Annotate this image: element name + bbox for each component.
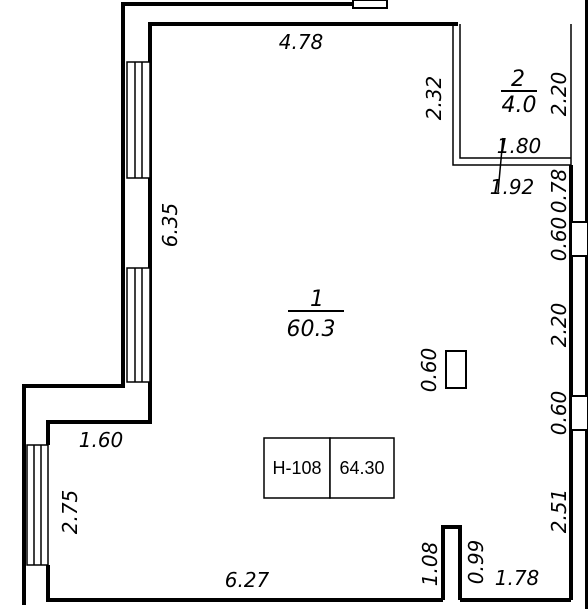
bathroom-partition bbox=[452, 24, 572, 166]
dim-right-lower-window: 0.60 bbox=[547, 391, 571, 436]
dim-right-bottom-width: 1.78 bbox=[495, 566, 540, 590]
dimension-tick bbox=[497, 137, 504, 193]
dim-column-size: 0.60 bbox=[417, 348, 441, 393]
right-window-upper bbox=[570, 221, 588, 257]
inner-wall-outline bbox=[46, 22, 458, 445]
dim-right-notch-height: 0.99 bbox=[464, 540, 488, 585]
dim-right-segment-middle: 2.20 bbox=[547, 303, 571, 348]
window-upper bbox=[126, 61, 151, 179]
dim-bottom-notch-height: 1.08 bbox=[418, 542, 442, 587]
windows-left bbox=[26, 61, 151, 566]
room-2-area: 4.0 bbox=[502, 93, 537, 118]
window-lower bbox=[26, 444, 49, 566]
dim-bottom-width: 6.27 bbox=[225, 568, 270, 592]
right-wall-window-blocks bbox=[570, 221, 588, 431]
top-door bbox=[352, 0, 388, 9]
apartment-tag: Н-108 64.30 bbox=[263, 437, 395, 499]
apartment-number: Н-108 bbox=[272, 458, 321, 478]
right-window-lower bbox=[570, 395, 588, 431]
dim-bath-outer-width: 1.92 bbox=[490, 175, 535, 199]
dim-bath-right-height: 2.20 bbox=[547, 72, 571, 117]
dim-right-segment-top: 0.78 bbox=[547, 169, 571, 214]
dim-top-width: 4.78 bbox=[279, 30, 324, 54]
room-2-number: 2 bbox=[511, 67, 525, 92]
dim-left-upper-height: 6.35 bbox=[158, 203, 182, 248]
dim-right-segment-bottom: 2.51 bbox=[547, 489, 571, 534]
dim-bath-inner-width: 1.80 bbox=[497, 134, 542, 158]
dim-right-upper-window: 0.60 bbox=[547, 217, 571, 262]
notch-wall bbox=[441, 525, 462, 600]
window-middle bbox=[126, 267, 151, 383]
dim-bath-height: 2.32 bbox=[422, 76, 446, 121]
room-2-label: 2 4.0 bbox=[501, 67, 537, 118]
outer-wall-outline bbox=[22, 2, 353, 605]
apartment-area: 64.30 bbox=[339, 458, 384, 478]
dim-left-step: 1.60 bbox=[79, 428, 124, 452]
inner-wall-bottom bbox=[46, 565, 443, 602]
dim-left-lower-height: 2.75 bbox=[58, 490, 82, 535]
interior-column bbox=[445, 350, 467, 389]
room-1-area: 60.3 bbox=[287, 317, 336, 342]
room-1-number: 1 bbox=[310, 287, 324, 312]
room-1-label: 1 60.3 bbox=[287, 287, 344, 342]
